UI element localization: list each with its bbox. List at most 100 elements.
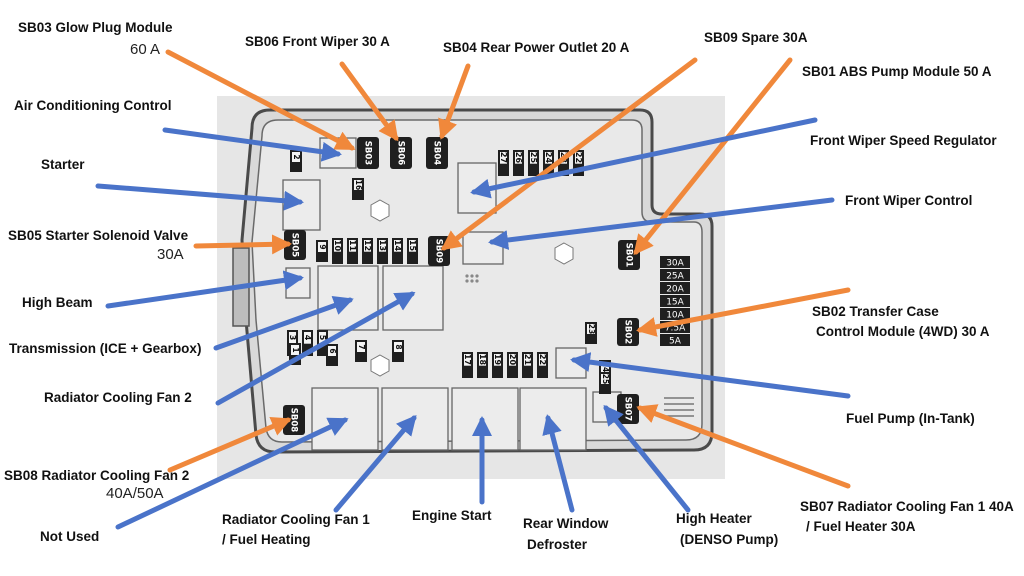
mini-fuse-label-2: 2 bbox=[292, 154, 301, 159]
arrow-sb04 bbox=[438, 63, 471, 140]
fuse-label-sb06: SB06 bbox=[396, 141, 406, 166]
label-fuel-pump: Fuel Pump (In-Tank) bbox=[846, 411, 975, 426]
fuse-row-bottom-21: 21 bbox=[523, 354, 532, 366]
amp-rating-15A: 15A bbox=[660, 295, 690, 308]
fuse-row-top-22: 22 bbox=[574, 152, 583, 163]
label-not-used: Not Used bbox=[40, 529, 100, 544]
label-rear-window-line2: Defroster bbox=[527, 537, 588, 552]
arrow-transmission bbox=[213, 295, 354, 351]
mini-fuse-7: 7 bbox=[355, 340, 367, 362]
label-sb08-radiator: SB08 Radiator Cooling Fan 2 bbox=[4, 468, 190, 483]
arrow-not-used bbox=[115, 417, 349, 530]
arrow-sb02 bbox=[636, 287, 851, 337]
label-radiator-fan-2: Radiator Cooling Fan 2 bbox=[44, 390, 192, 405]
mini-fuse-8: 8 bbox=[392, 340, 404, 362]
mini-fuse-label-25: 25 bbox=[601, 374, 610, 384]
arrow-radiator-fan-2 bbox=[215, 291, 416, 406]
fuse-row-top-25: 25 bbox=[529, 152, 538, 164]
fuse-row-left-5: 5 bbox=[318, 335, 327, 341]
label-high-heater-line1: High Heater bbox=[676, 511, 752, 526]
mini-fuse-6: 6 bbox=[326, 344, 338, 366]
mini-fuse-label-23: 23 bbox=[587, 324, 596, 334]
mini-fuse-2: 2 bbox=[290, 150, 302, 172]
mini-fuse-label-16: 16 bbox=[354, 180, 363, 190]
grid-dots bbox=[465, 274, 479, 283]
label-sb09-spare: SB09 Spare 30A bbox=[704, 30, 808, 45]
fuse-label-sb04: SB04 bbox=[432, 141, 442, 166]
fuse-row-top-27: 27 bbox=[499, 152, 508, 163]
label-radiator-fan-1-line1: Radiator Cooling Fan 1 bbox=[222, 512, 370, 527]
svg-text:15A: 15A bbox=[666, 298, 684, 308]
label-sb07-line2: / Fuel Heater 30A bbox=[806, 519, 916, 534]
label-sb07-line1: SB07 Radiator Cooling Fan 1 40A bbox=[800, 499, 1014, 514]
fuse-row-bottom-17: 17 bbox=[463, 354, 472, 365]
fuse-row-top-24: 24 bbox=[544, 152, 553, 164]
label-sb05-amp: 30A bbox=[157, 246, 184, 263]
fuse-row-bottom-18: 18 bbox=[478, 354, 487, 366]
svg-text:10A: 10A bbox=[666, 311, 684, 321]
amp-rating-25A: 25A bbox=[660, 269, 690, 282]
fuse-row-middle-11: 11 bbox=[348, 240, 357, 252]
svg-text:7.5A: 7.5A bbox=[665, 324, 686, 334]
fuse-row-middle-13: 13 bbox=[378, 240, 387, 251]
fuse-row-left-4: 4 bbox=[303, 335, 312, 341]
arrow-front-wiper-control bbox=[488, 197, 835, 250]
fuse-row-top-26: 26 bbox=[514, 152, 523, 164]
fuse-sb07: SB07 bbox=[617, 394, 639, 424]
fuse-label-sb09: SB09 bbox=[434, 239, 444, 264]
fuse-row-bottom-22: 22 bbox=[538, 354, 547, 365]
label-starter: Starter bbox=[41, 157, 85, 172]
fuse-sb03: SB03 bbox=[357, 137, 379, 169]
label-high-heater-line2: (DENSO Pump) bbox=[680, 532, 779, 547]
label-sb05-starter-solenoid: SB05 Starter Solenoid Valve bbox=[8, 228, 189, 243]
label-front-wiper-speed: Front Wiper Speed Regulator bbox=[810, 133, 997, 148]
label-engine-start: Engine Start bbox=[412, 508, 492, 523]
relay-front-wiper-control bbox=[462, 231, 504, 265]
arrow-high-heater bbox=[603, 404, 691, 513]
label-transmission: Transmission (ICE + Gearbox) bbox=[9, 341, 202, 356]
fuse-sb02: SB02 bbox=[617, 318, 639, 346]
relay-engine-start bbox=[451, 387, 519, 451]
amp-rating-10A: 10A bbox=[660, 308, 690, 321]
label-sb03-amp: 60 A bbox=[130, 41, 161, 58]
fuse-row-middle-10: 10 bbox=[333, 240, 342, 252]
mini-fuse-16: 16 bbox=[352, 178, 364, 200]
mini-fuse-label-1: 1 bbox=[291, 347, 300, 352]
label-sb02-line1: SB02 Transfer Case bbox=[812, 304, 939, 319]
label-sb06-front-wiper: SB06 Front Wiper 30 A bbox=[245, 34, 390, 49]
mini-fuse-label-8: 8 bbox=[394, 344, 403, 349]
bolt-bottom-left bbox=[370, 354, 390, 377]
bolt-right bbox=[554, 242, 574, 265]
mini-fuse-23: 23 bbox=[585, 322, 597, 344]
relay-high-beam bbox=[285, 267, 311, 299]
svg-text:25A: 25A bbox=[666, 272, 684, 282]
arrow-starter bbox=[95, 183, 304, 211]
connector-ridges bbox=[664, 397, 694, 417]
label-rear-window-line1: Rear Window bbox=[523, 516, 609, 531]
label-sb08-amp: 40A/50A bbox=[106, 485, 164, 502]
arrow-fuel-pump bbox=[570, 352, 851, 399]
label-radiator-fan-1-line2: / Fuel Heating bbox=[222, 532, 311, 547]
relay-radiator-fan-2 bbox=[382, 265, 444, 331]
svg-text:30A: 30A bbox=[666, 259, 684, 269]
fuse-sb01: SB01 bbox=[618, 240, 640, 270]
fuse-sb06: SB06 bbox=[390, 137, 412, 169]
fuse-label-sb03: SB03 bbox=[363, 141, 373, 166]
arrow-sb05 bbox=[193, 234, 292, 255]
mini-fuse-label-6: 6 bbox=[328, 348, 337, 353]
arrow-sb07 bbox=[636, 404, 851, 489]
svg-text:20A: 20A bbox=[666, 285, 684, 295]
label-front-wiper-control: Front Wiper Control bbox=[845, 193, 973, 208]
amp-rating-20A: 20A bbox=[660, 282, 690, 295]
mini-fuse-9: 9 bbox=[316, 240, 328, 262]
amp-rating-30A: 30A bbox=[660, 256, 690, 269]
fuse-label-sb02: SB02 bbox=[623, 320, 633, 345]
label-sb02-line2: Control Module (4WD) 30 A bbox=[816, 324, 990, 339]
arrow-rear-window bbox=[542, 414, 575, 513]
